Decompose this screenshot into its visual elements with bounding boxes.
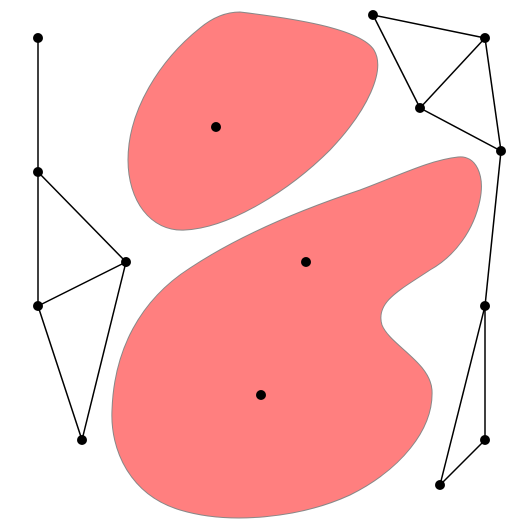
edge-R5-R7	[439, 305, 486, 486]
node-b2	[301, 257, 311, 267]
edge-R2-R3	[419, 37, 486, 109]
edge-R6-R7	[439, 439, 486, 486]
node-L5	[77, 435, 87, 445]
edge-R1-R2	[372, 14, 486, 39]
node-R5	[480, 301, 490, 311]
node-R7	[435, 480, 445, 490]
edge-R2-R4	[484, 37, 502, 152]
edge-L3-L5	[81, 261, 127, 441]
edge-L3-L4	[37, 261, 127, 307]
edge-R3-R4	[419, 107, 502, 152]
node-b1	[211, 122, 221, 132]
node-L4	[33, 301, 43, 311]
node-L1	[33, 33, 43, 43]
node-b3	[256, 390, 266, 400]
edge-R4-R5	[484, 150, 502, 307]
edges	[37, 14, 502, 486]
node-L3	[121, 257, 131, 267]
node-R1	[368, 10, 378, 20]
upper-blob	[127, 11, 379, 231]
node-L2	[33, 167, 43, 177]
node-R2	[480, 33, 490, 43]
edge-L2-L3	[37, 171, 127, 263]
nodes	[33, 10, 506, 490]
edge-L4-L5	[37, 305, 83, 441]
node-R6	[480, 435, 490, 445]
node-R4	[496, 146, 506, 156]
node-R3	[415, 103, 425, 113]
edge-R1-R3	[372, 14, 421, 109]
lower-blob	[111, 156, 482, 519]
